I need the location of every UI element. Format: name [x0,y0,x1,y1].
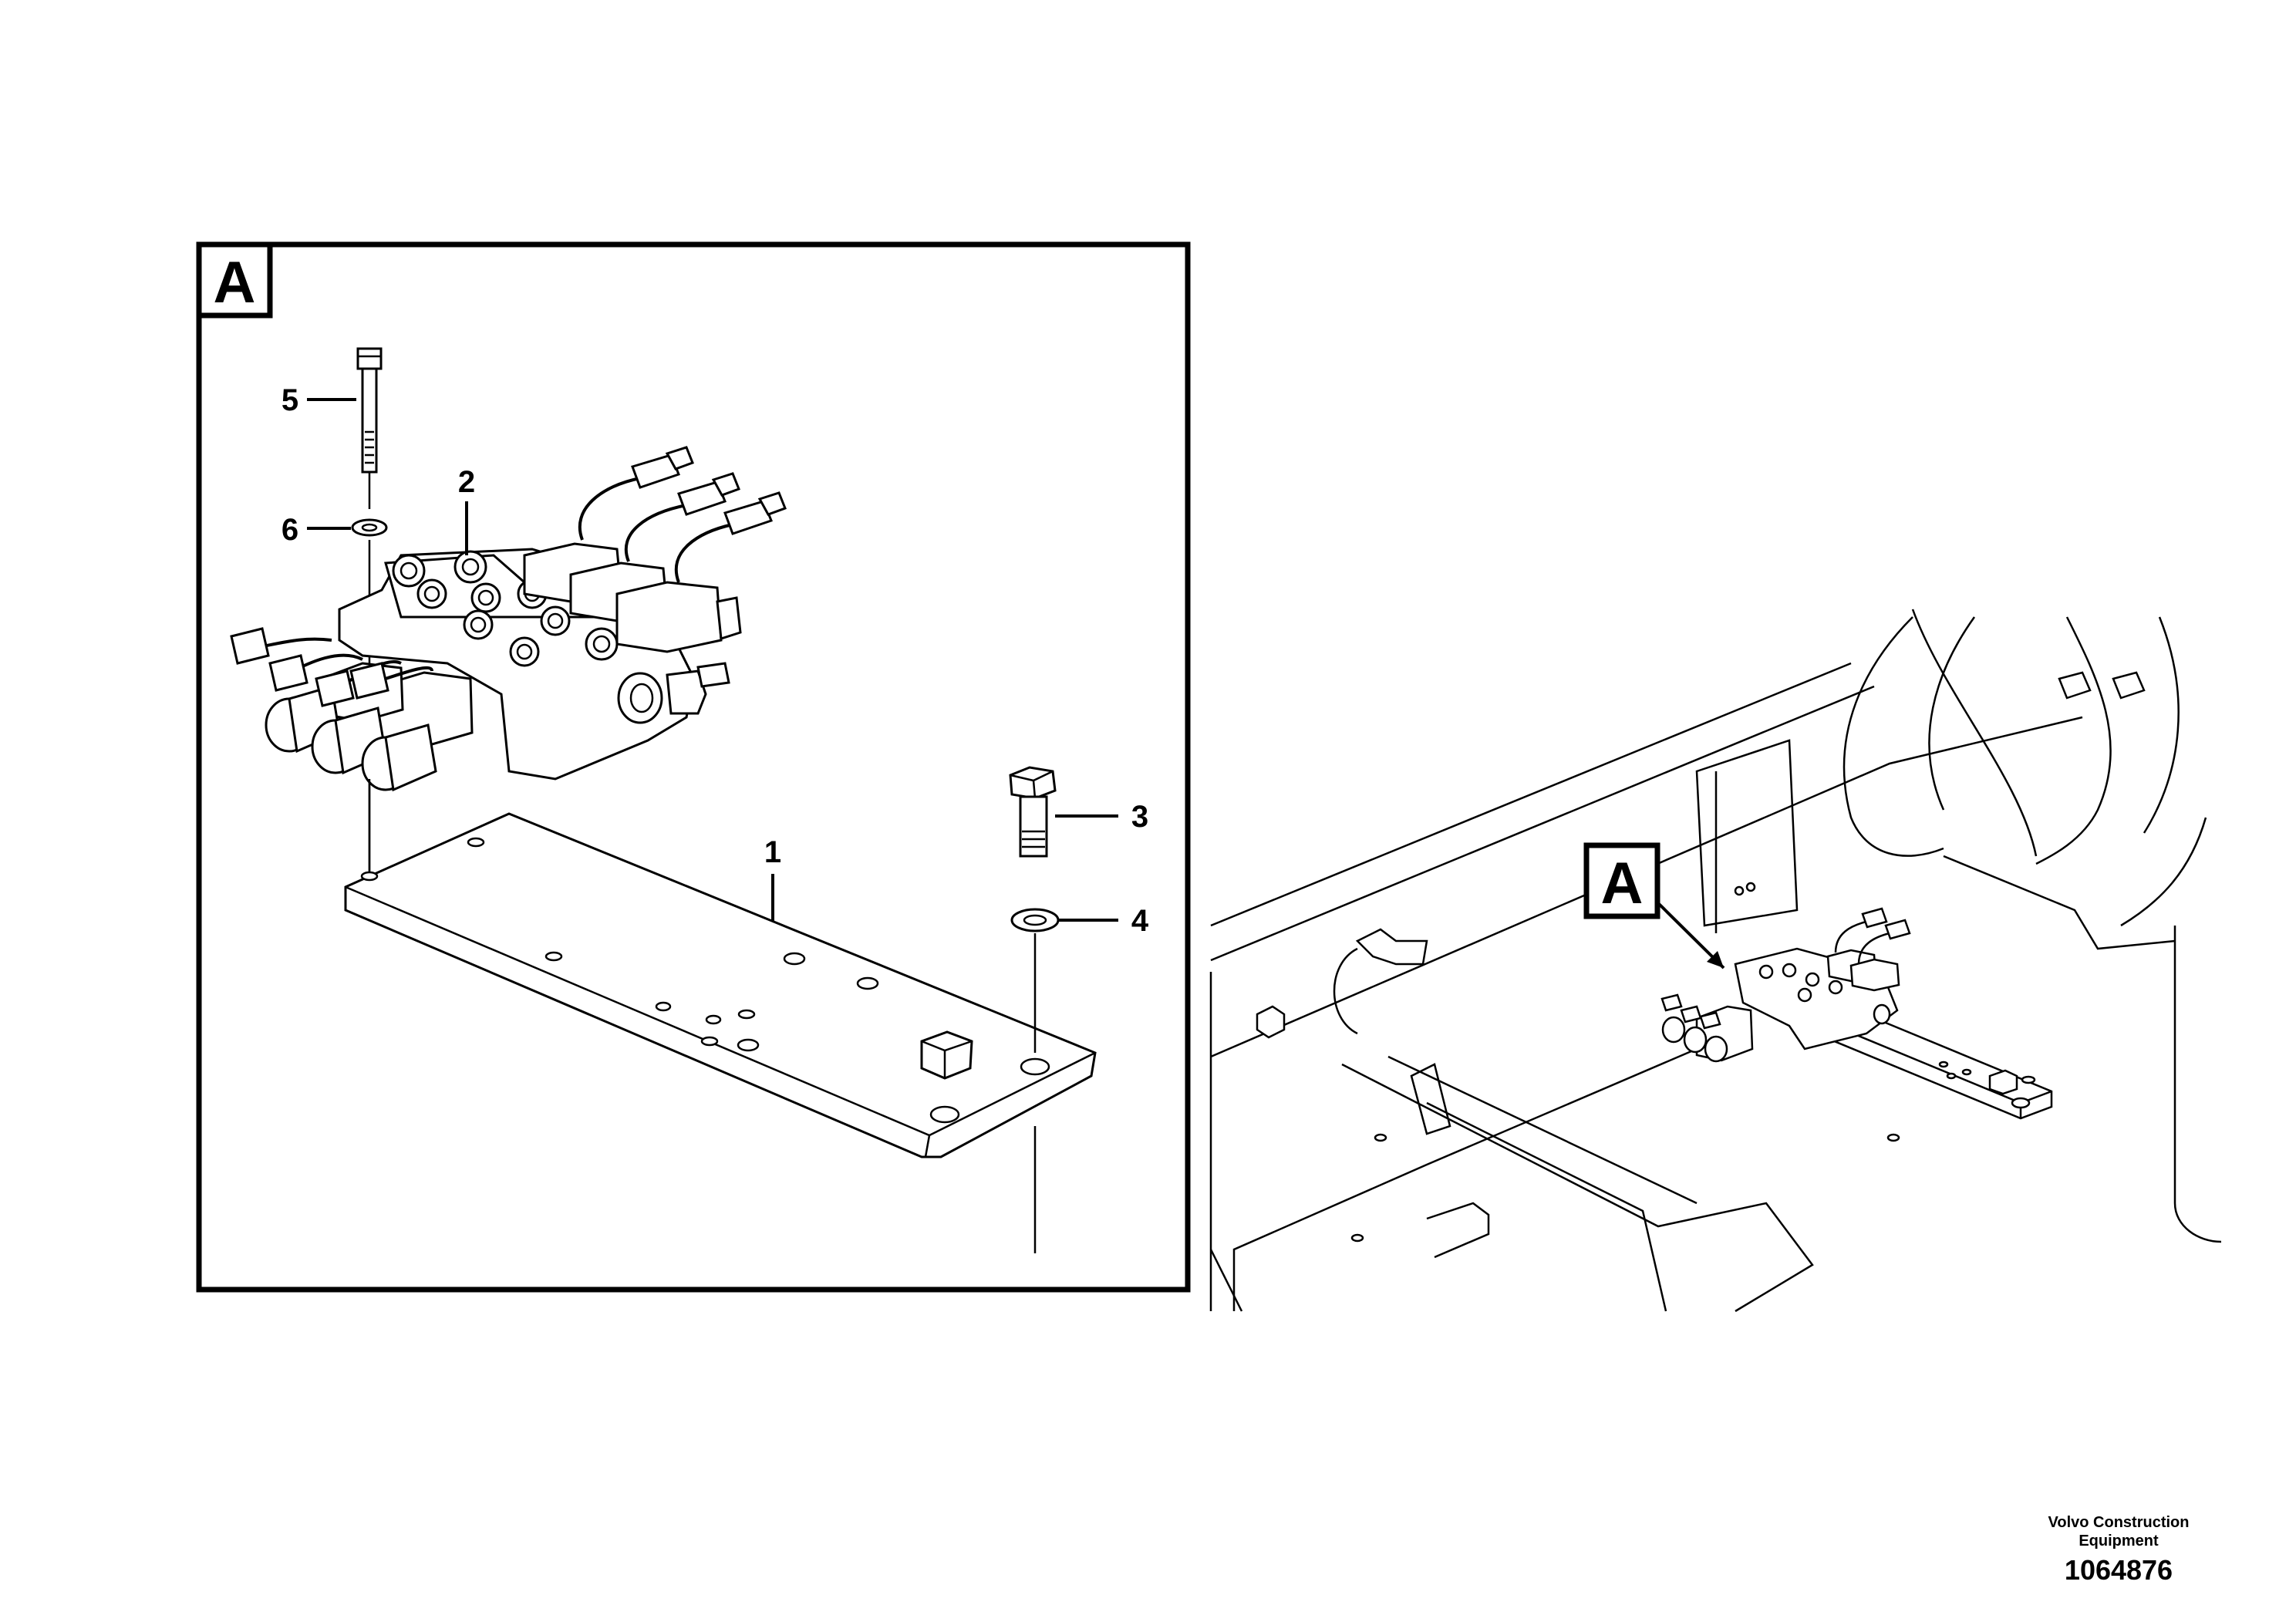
bolt-part-3 [1009,766,1057,858]
company-line-2: Equipment [2079,1533,2159,1549]
callout-4: 4 [1131,904,1149,938]
mounting-plate-part [344,812,1097,1253]
overview-label: A [1601,851,1644,916]
footer: Volvo Construction Equipment 1064876 [2034,1513,2203,1587]
long-bolt-part [356,347,383,509]
leader-lines [307,398,1118,922]
control-valve-part [230,446,787,872]
overview-valve-assembly [1660,907,2053,1120]
washer-part-4 [1010,908,1060,1053]
callout-3: 3 [1131,800,1148,834]
drawing-number: 1064876 [2064,1554,2173,1586]
detail-view: A [196,241,1191,1293]
view-label: A [214,250,256,315]
callout-2: 2 [458,465,475,499]
detail-frame [196,241,1191,1293]
overview-view: A [1209,609,2222,1313]
view-label-box [196,241,273,319]
company-line-1: Volvo Construction [2048,1514,2190,1531]
callout-1: 1 [764,835,781,869]
callout-6: 6 [282,513,298,547]
overview-label-box [1583,842,1660,919]
callout-5: 5 [282,383,298,417]
